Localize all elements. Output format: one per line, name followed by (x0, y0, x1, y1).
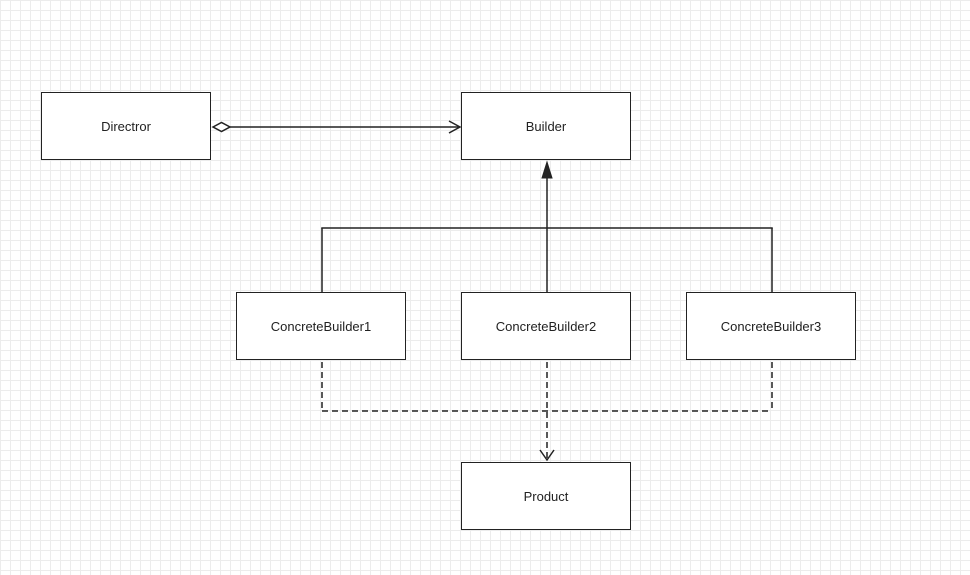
concrete-builder-3-class-box[interactable]: ConcreteBuilder3 (686, 292, 856, 360)
concrete-builder-1-class-box[interactable]: ConcreteBuilder1 (236, 292, 406, 360)
concrete-builder-3-label: ConcreteBuilder3 (720, 318, 822, 334)
aggregation-diamond-icon (211, 121, 232, 133)
product-class-box[interactable]: Product (461, 462, 631, 530)
director-class-box[interactable]: Directror (41, 92, 211, 160)
generalization-connector (321, 160, 773, 292)
builder-class-box[interactable]: Builder (461, 92, 631, 160)
dependency-connector (321, 362, 773, 462)
generalization-arrowhead-icon (541, 160, 553, 179)
builder-label: Builder (525, 118, 567, 134)
concrete-builder-1-label: ConcreteBuilder1 (270, 318, 372, 334)
concrete-builder-2-class-box[interactable]: ConcreteBuilder2 (461, 292, 631, 360)
dependency-arrowhead-icon (539, 449, 555, 462)
director-builder-aggregation (211, 120, 462, 134)
director-label: Directror (101, 118, 151, 134)
concrete-builder-2-label: ConcreteBuilder2 (495, 318, 597, 334)
product-label: Product (523, 488, 569, 504)
